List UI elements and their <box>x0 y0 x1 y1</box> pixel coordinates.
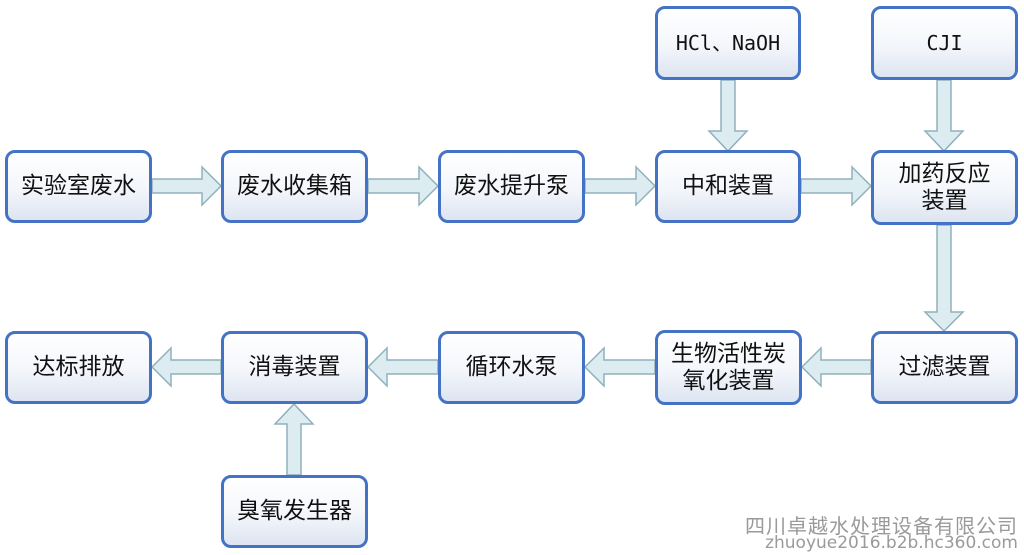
node-label: 臭氧发生器 <box>237 498 352 524</box>
arrow-pump-to-disinfection <box>366 346 439 388</box>
arrow-neutralization-to-dosing <box>800 165 873 207</box>
node-bio-carbon-oxidation: 生物活性炭 氧化装置 <box>655 330 802 405</box>
node-dosing-reaction: 加药反应 装置 <box>871 150 1018 225</box>
arrow-hcl-to-neutralization <box>707 79 749 153</box>
node-label-line1: 加药反应 <box>898 160 991 187</box>
node-label: 废水提升泵 <box>454 173 569 199</box>
node-label: 废水收集箱 <box>237 173 352 199</box>
node-lab-wastewater: 实验室废水 <box>5 150 152 223</box>
node-collection-tank: 废水收集箱 <box>221 150 368 223</box>
arrow-collection-to-lift <box>367 165 440 207</box>
arrow-dosing-to-filtration <box>923 224 965 333</box>
node-label-line2: 氧化装置 <box>682 367 775 394</box>
node-label: 实验室废水 <box>21 173 136 199</box>
node-label: 消毒装置 <box>248 354 341 380</box>
node-label-line2: 装置 <box>921 187 968 214</box>
node-label: 循环水泵 <box>465 354 558 380</box>
node-lift-pump: 废水提升泵 <box>438 150 585 223</box>
node-hcl-naoh: HCl、NaOH <box>655 6 801 80</box>
node-label-line1: 生物活性炭 <box>671 340 786 367</box>
node-cji: CJI <box>871 6 1018 80</box>
arrow-filtration-to-bio <box>800 346 872 388</box>
node-filtration: 过滤装置 <box>871 331 1018 404</box>
node-label: CJI <box>926 30 963 55</box>
node-circulation-pump: 循环水泵 <box>438 331 585 404</box>
node-neutralization: 中和装置 <box>655 150 801 223</box>
watermark-url: zhuoyue2016.b2b.hc360.com <box>765 533 1018 553</box>
node-label: 中和装置 <box>682 173 774 199</box>
arrow-bio-to-pump <box>583 346 656 388</box>
arrow-ozone-to-disinfection <box>273 402 315 476</box>
node-label: 过滤装置 <box>898 354 991 380</box>
arrow-lab-to-collection <box>151 165 223 207</box>
node-ozone-generator: 臭氧发生器 <box>221 475 368 548</box>
node-discharge: 达标排放 <box>5 331 152 404</box>
watermark-company: 四川卓越水处理设备有限公司 <box>745 514 1018 538</box>
node-label: 达标排放 <box>32 354 125 380</box>
node-label: HCl、NaOH <box>675 30 781 55</box>
arrow-disinfection-to-discharge <box>150 346 222 388</box>
arrow-cji-to-dosing <box>923 79 965 153</box>
node-disinfection: 消毒装置 <box>221 331 368 404</box>
arrow-lift-to-neutralization <box>584 165 657 207</box>
